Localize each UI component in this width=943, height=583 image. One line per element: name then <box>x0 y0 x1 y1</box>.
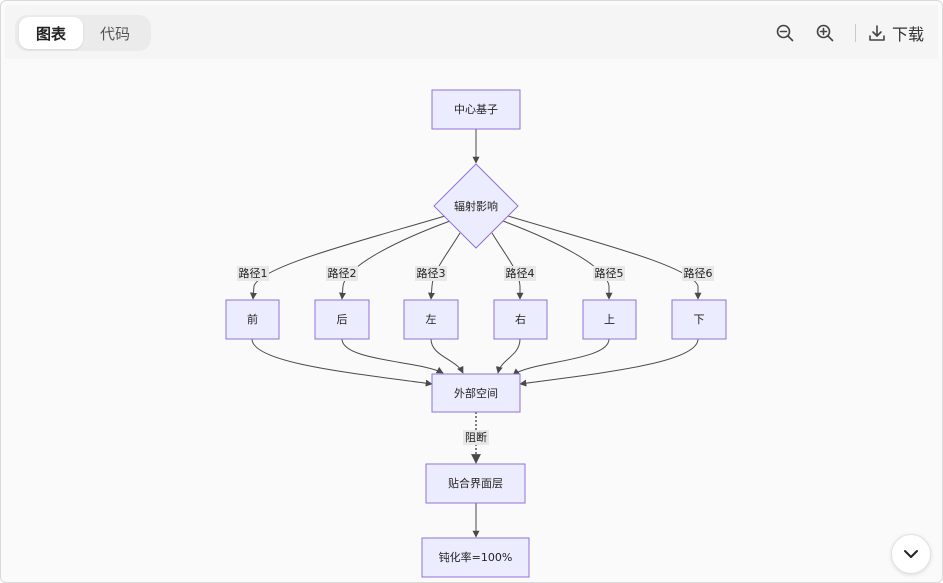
svg-text:辐射影响: 辐射影响 <box>454 199 498 213</box>
svg-text:下: 下 <box>694 313 705 326</box>
node-center[interactable]: 中心基子 <box>431 89 521 130</box>
svg-text:上: 上 <box>604 313 615 326</box>
tab-diagram[interactable]: 图表 <box>19 17 84 49</box>
node-right[interactable]: 右 <box>493 299 548 340</box>
toolbar-tools: 下载 <box>759 19 924 47</box>
node-outer[interactable]: 外部空间 <box>431 373 521 413</box>
edge-left-outer <box>430 338 464 374</box>
edge-label-path2: 路径2 <box>326 266 358 281</box>
node-radiation[interactable]: 辐射影响 <box>433 163 519 249</box>
edge-label-path6: 路径6 <box>682 266 714 281</box>
edge-down-outer <box>519 338 699 387</box>
edge-path6 <box>507 215 702 300</box>
edge-right-outer <box>495 338 521 374</box>
node-back[interactable]: 后 <box>314 299 370 340</box>
scroll-down-button[interactable] <box>891 534 931 574</box>
svg-text:路径2: 路径2 <box>328 267 357 280</box>
node-layer[interactable]: 贴合界面层 <box>425 463 526 504</box>
svg-text:阻断: 阻断 <box>465 430 487 444</box>
edge-path2 <box>338 220 451 300</box>
edge-label-block: 阻断 <box>463 430 489 445</box>
edge-label-path4: 路径4 <box>504 266 536 281</box>
flowchart: 路径1 路径2 路径3 路径4 路径5 路径6 <box>225 89 727 578</box>
svg-text:路径5: 路径5 <box>595 267 624 280</box>
node-left[interactable]: 左 <box>403 299 459 340</box>
edge-path5 <box>502 220 613 300</box>
diagram-canvas: 路径1 路径2 路径3 路径4 路径5 路径6 <box>5 59 940 582</box>
zoom-in-icon <box>816 24 834 42</box>
node-up[interactable]: 上 <box>582 299 637 340</box>
toolbar: 图表 代码 <box>5 5 938 59</box>
edge-label-path1: 路径1 <box>237 266 269 281</box>
tab-code[interactable]: 代码 <box>100 24 131 43</box>
svg-text:前: 前 <box>247 312 258 326</box>
zoom-out-button[interactable] <box>771 19 799 47</box>
edge-front-outer <box>251 338 433 387</box>
svg-text:后: 后 <box>337 313 348 326</box>
edge-back-outer <box>341 338 444 374</box>
zoom-in-button[interactable] <box>811 19 839 47</box>
download-label: 下载 <box>891 25 924 44</box>
svg-text:中心基子: 中心基子 <box>454 103 498 116</box>
svg-text:路径4: 路径4 <box>506 267 535 280</box>
view-tabs: 图表 代码 <box>15 15 152 51</box>
edge-up-outer <box>512 338 610 376</box>
svg-text:路径6: 路径6 <box>684 267 713 280</box>
node-down[interactable]: 下 <box>671 299 727 340</box>
node-passivation[interactable]: 钝化率=100% <box>421 537 530 578</box>
svg-text:左: 左 <box>426 313 437 326</box>
edge-path3 <box>427 232 461 300</box>
svg-text:路径1: 路径1 <box>239 267 268 280</box>
svg-text:贴合界面层: 贴合界面层 <box>448 476 503 490</box>
download-button[interactable]: 下载 <box>868 21 924 45</box>
edge-path4 <box>491 232 524 300</box>
svg-text:路径3: 路径3 <box>417 267 446 280</box>
node-front[interactable]: 前 <box>225 299 280 340</box>
edge-path1 <box>249 215 446 300</box>
download-icon <box>869 25 885 41</box>
svg-text:右: 右 <box>515 312 526 326</box>
svg-text:钝化率=100%: 钝化率=100% <box>439 550 513 564</box>
edge-label-path5: 路径5 <box>593 266 625 281</box>
toolbar-divider <box>854 24 856 42</box>
zoom-out-icon <box>776 24 794 42</box>
edge-label-path3: 路径3 <box>415 266 447 281</box>
chevron-down-icon <box>904 550 918 558</box>
svg-text:外部空间: 外部空间 <box>454 386 498 400</box>
